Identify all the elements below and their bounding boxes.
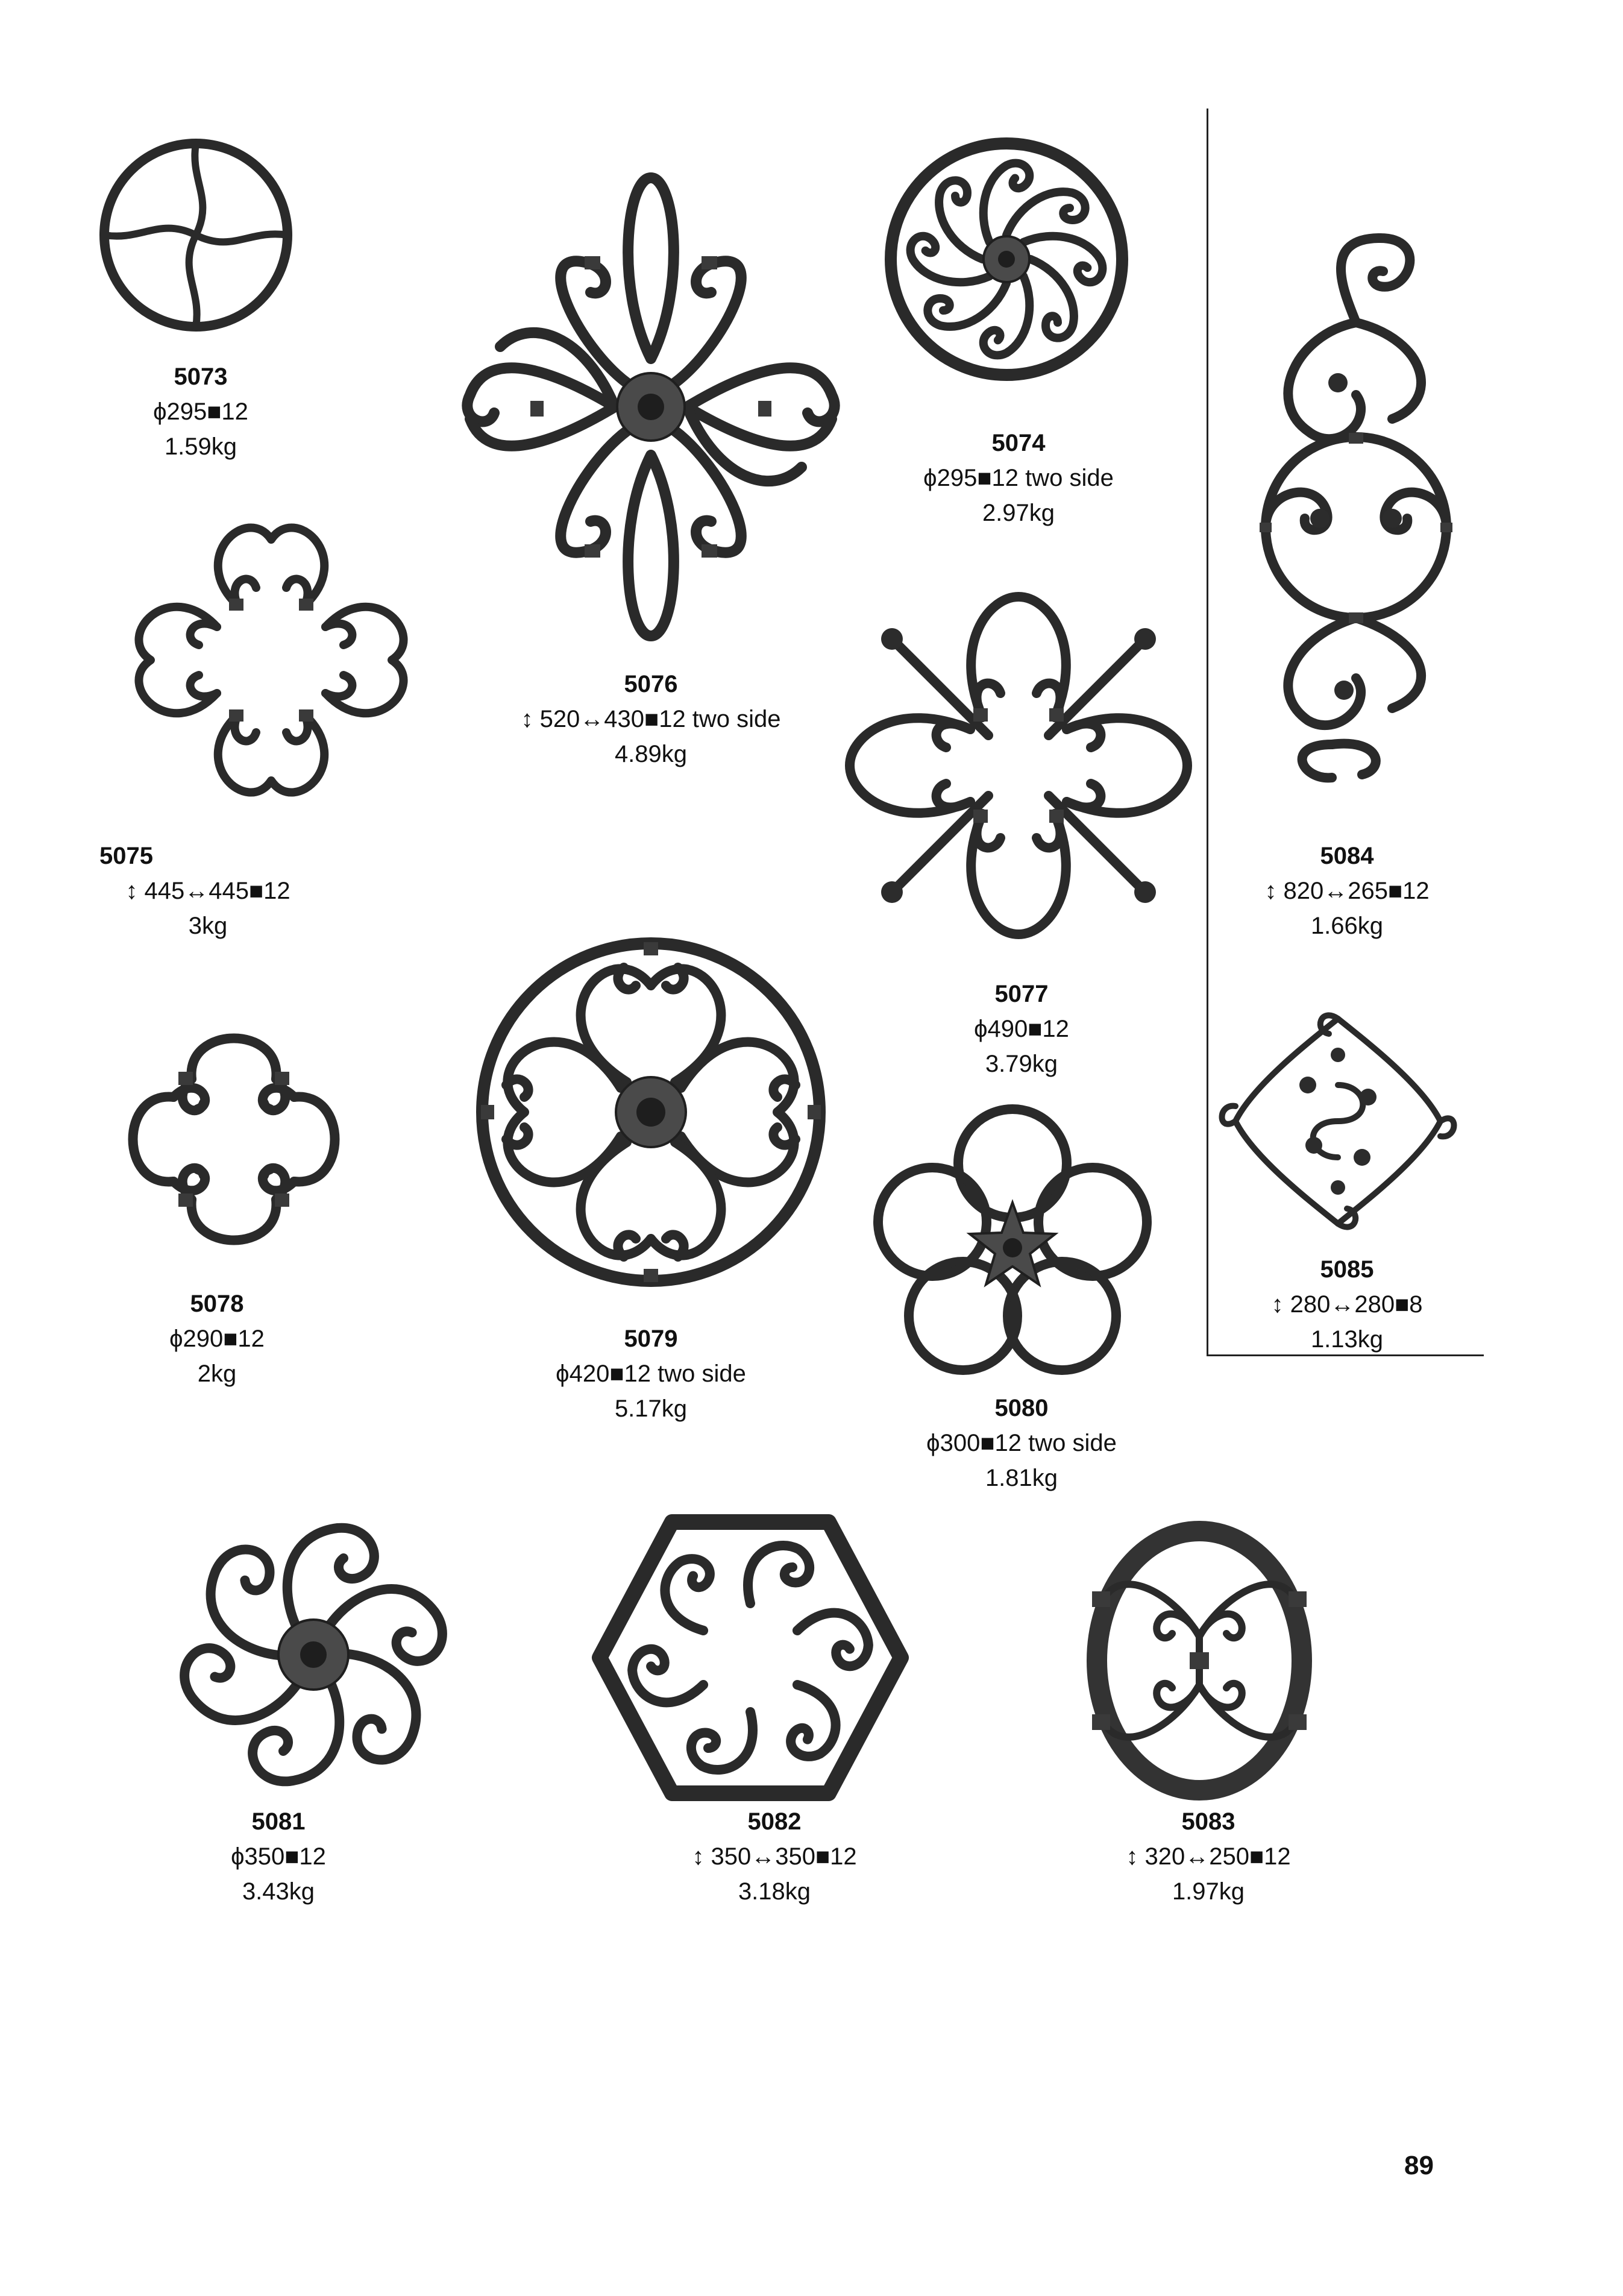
item-weight: 2.97kg (982, 500, 1055, 526)
item-spec: ϕ290■12 (169, 1326, 265, 1352)
caption-5084: 5084 ↕ 820↔265■12 1.66kg (1178, 838, 1516, 943)
item-spec: ϕ300■12 two side (926, 1430, 1117, 1456)
ornament-5085-image (1219, 1012, 1457, 1230)
item-spec: ϕ295■12 (153, 398, 248, 425)
caption-5082: 5082 ↕ 350↔350■12 3.18kg (606, 1804, 943, 1909)
ornament-5080-image (873, 1104, 1152, 1375)
item-code: 5079 (624, 1326, 678, 1352)
item-spec: ↕ 350↔350■12 (692, 1843, 857, 1870)
item-spec: ↕ 445↔445■12 (125, 878, 290, 904)
item-code: 5078 (190, 1291, 244, 1317)
item-weight: 3.18kg (738, 1878, 811, 1905)
caption-5075: 5075 ↕ 445↔445■12 3kg (39, 838, 377, 943)
item-weight: 1.66kg (1310, 913, 1384, 939)
item-weight: 1.59kg (164, 433, 237, 460)
item-weight: 1.13kg (1310, 1326, 1384, 1353)
item-code: 5080 (994, 1395, 1049, 1421)
ornament-5084-image (1260, 233, 1452, 783)
item-spec: ↕ 820↔265■12 (1264, 878, 1430, 904)
item-weight: 2kg (197, 1360, 237, 1387)
item-weight: 3.79kg (985, 1051, 1058, 1077)
item-code: 5083 (1181, 1808, 1235, 1835)
ornament-5079-image (476, 937, 826, 1287)
ornament-5075-image (111, 523, 431, 820)
caption-5080: 5080 ϕ300■12 two side 1.81kg (853, 1391, 1190, 1496)
ornament-5076-image (462, 172, 840, 641)
item-code: 5085 (1320, 1256, 1374, 1283)
ornament-5077-image (841, 592, 1196, 943)
ornament-5078-image (107, 1033, 360, 1266)
ornament-5073-image (99, 139, 292, 332)
caption-5085: 5085 ↕ 280↔280■8 1.13kg (1178, 1252, 1516, 1357)
item-weight: 3.43kg (242, 1878, 315, 1905)
item-spec: ↕ 520↔430■12 two side (521, 706, 781, 732)
item-spec: ϕ490■12 (974, 1016, 1069, 1042)
item-code: 5074 (991, 430, 1046, 456)
item-weight: 1.81kg (985, 1465, 1058, 1491)
item-code: 5076 (624, 671, 678, 697)
item-code: 5075 (99, 843, 153, 869)
caption-5074: 5074 ϕ295■12 two side 2.97kg (850, 426, 1187, 530)
item-weight: 5.17kg (614, 1395, 688, 1422)
column-divider-horizontal (1207, 1354, 1484, 1356)
caption-5078: 5078 ϕ290■12 2kg (48, 1286, 386, 1391)
item-spec: ϕ295■12 two side (923, 465, 1114, 491)
caption-5073: 5073 ϕ295■12 1.59kg (32, 359, 369, 464)
item-spec: ↕ 320↔250■12 (1126, 1843, 1291, 1870)
item-weight: 1.97kg (1172, 1878, 1245, 1905)
caption-5076: 5076 ↕ 520↔430■12 two side 4.89kg (482, 667, 820, 772)
ornament-5074-image (885, 137, 1128, 381)
caption-5079: 5079 ϕ420■12 two side 5.17kg (482, 1321, 820, 1426)
ornament-5081-image (163, 1523, 464, 1796)
page-number: 89 (1404, 2151, 1434, 2180)
column-divider-vertical (1207, 109, 1208, 1356)
caption-5081: 5081 ϕ350■12 3.43kg (110, 1804, 447, 1909)
item-weight: 3kg (188, 913, 228, 939)
item-spec: ϕ420■12 two side (556, 1360, 746, 1387)
caption-5077: 5077 ϕ490■12 3.79kg (853, 977, 1190, 1081)
ornament-5083-image (1087, 1521, 1312, 1801)
item-code: 5077 (994, 981, 1049, 1007)
caption-5083: 5083 ↕ 320↔250■12 1.97kg (1040, 1804, 1377, 1909)
item-spec: ↕ 280↔280■8 (1271, 1291, 1423, 1318)
item-spec: ϕ350■12 (231, 1843, 326, 1870)
item-code: 5082 (747, 1808, 802, 1835)
item-code: 5084 (1320, 843, 1374, 869)
ornament-5082-image (592, 1514, 909, 1801)
item-weight: 4.89kg (614, 741, 688, 767)
item-code: 5081 (251, 1808, 306, 1835)
item-code: 5073 (174, 363, 228, 390)
